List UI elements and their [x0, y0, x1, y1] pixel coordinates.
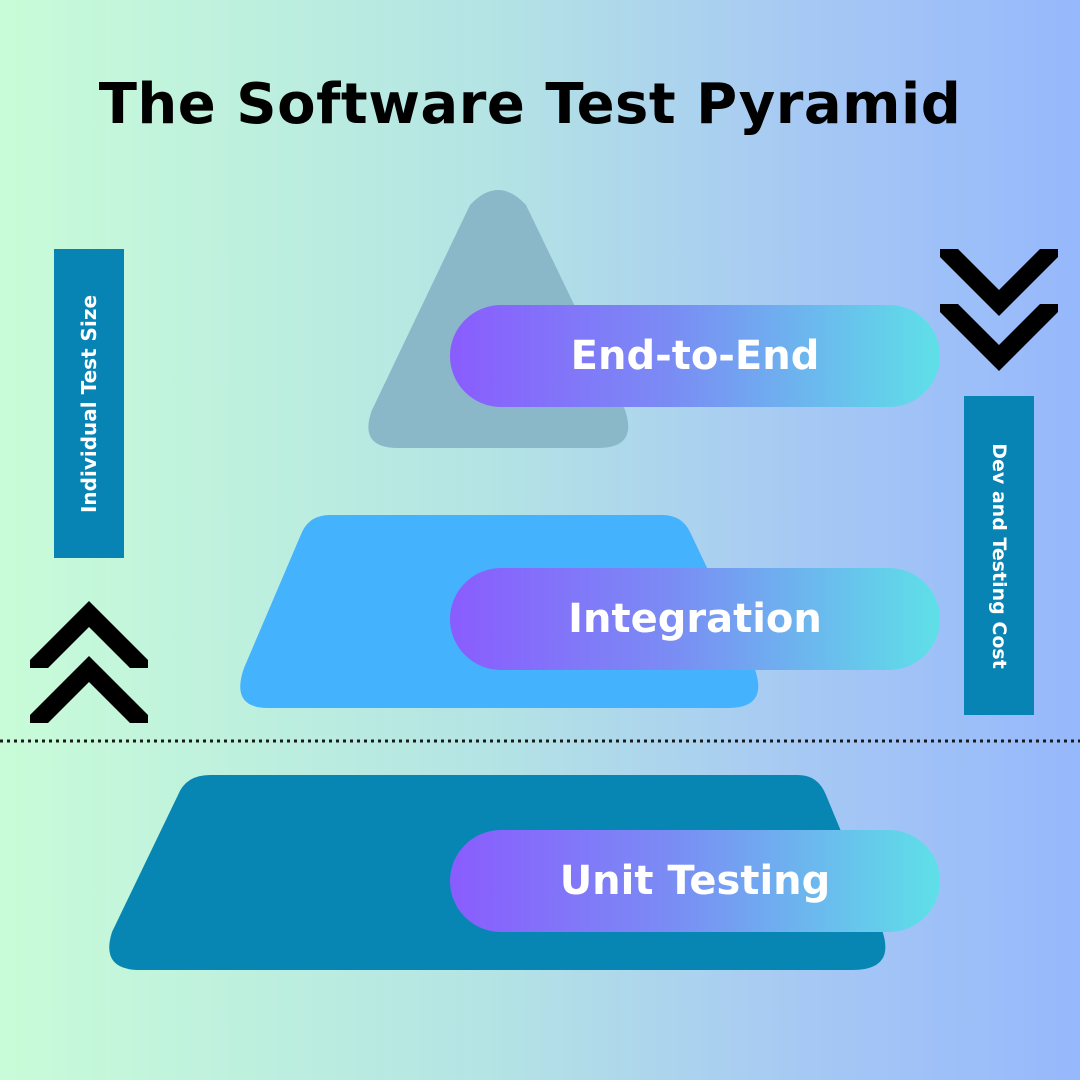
dev-testing-cost-label: Dev and Testing Cost — [988, 442, 1010, 669]
layer-label-end-to-end: End-to-End — [450, 305, 940, 407]
layer-label-integration: Integration — [450, 568, 940, 670]
double-chevron-down-icon — [940, 249, 1058, 371]
individual-test-size-label: Individual Test Size — [77, 294, 101, 513]
double-chevron-up-icon — [30, 601, 148, 723]
layer-label-text: End-to-End — [570, 333, 820, 379]
layer-label-text: Unit Testing — [559, 858, 831, 904]
individual-test-size-label-box: Individual Test Size — [54, 249, 124, 558]
layer-label-text: Integration — [568, 596, 822, 642]
layer-label-unit-testing: Unit Testing — [450, 830, 940, 932]
page-title: The Software Test Pyramid — [98, 72, 962, 137]
dev-testing-cost-label-box: Dev and Testing Cost — [964, 396, 1034, 715]
